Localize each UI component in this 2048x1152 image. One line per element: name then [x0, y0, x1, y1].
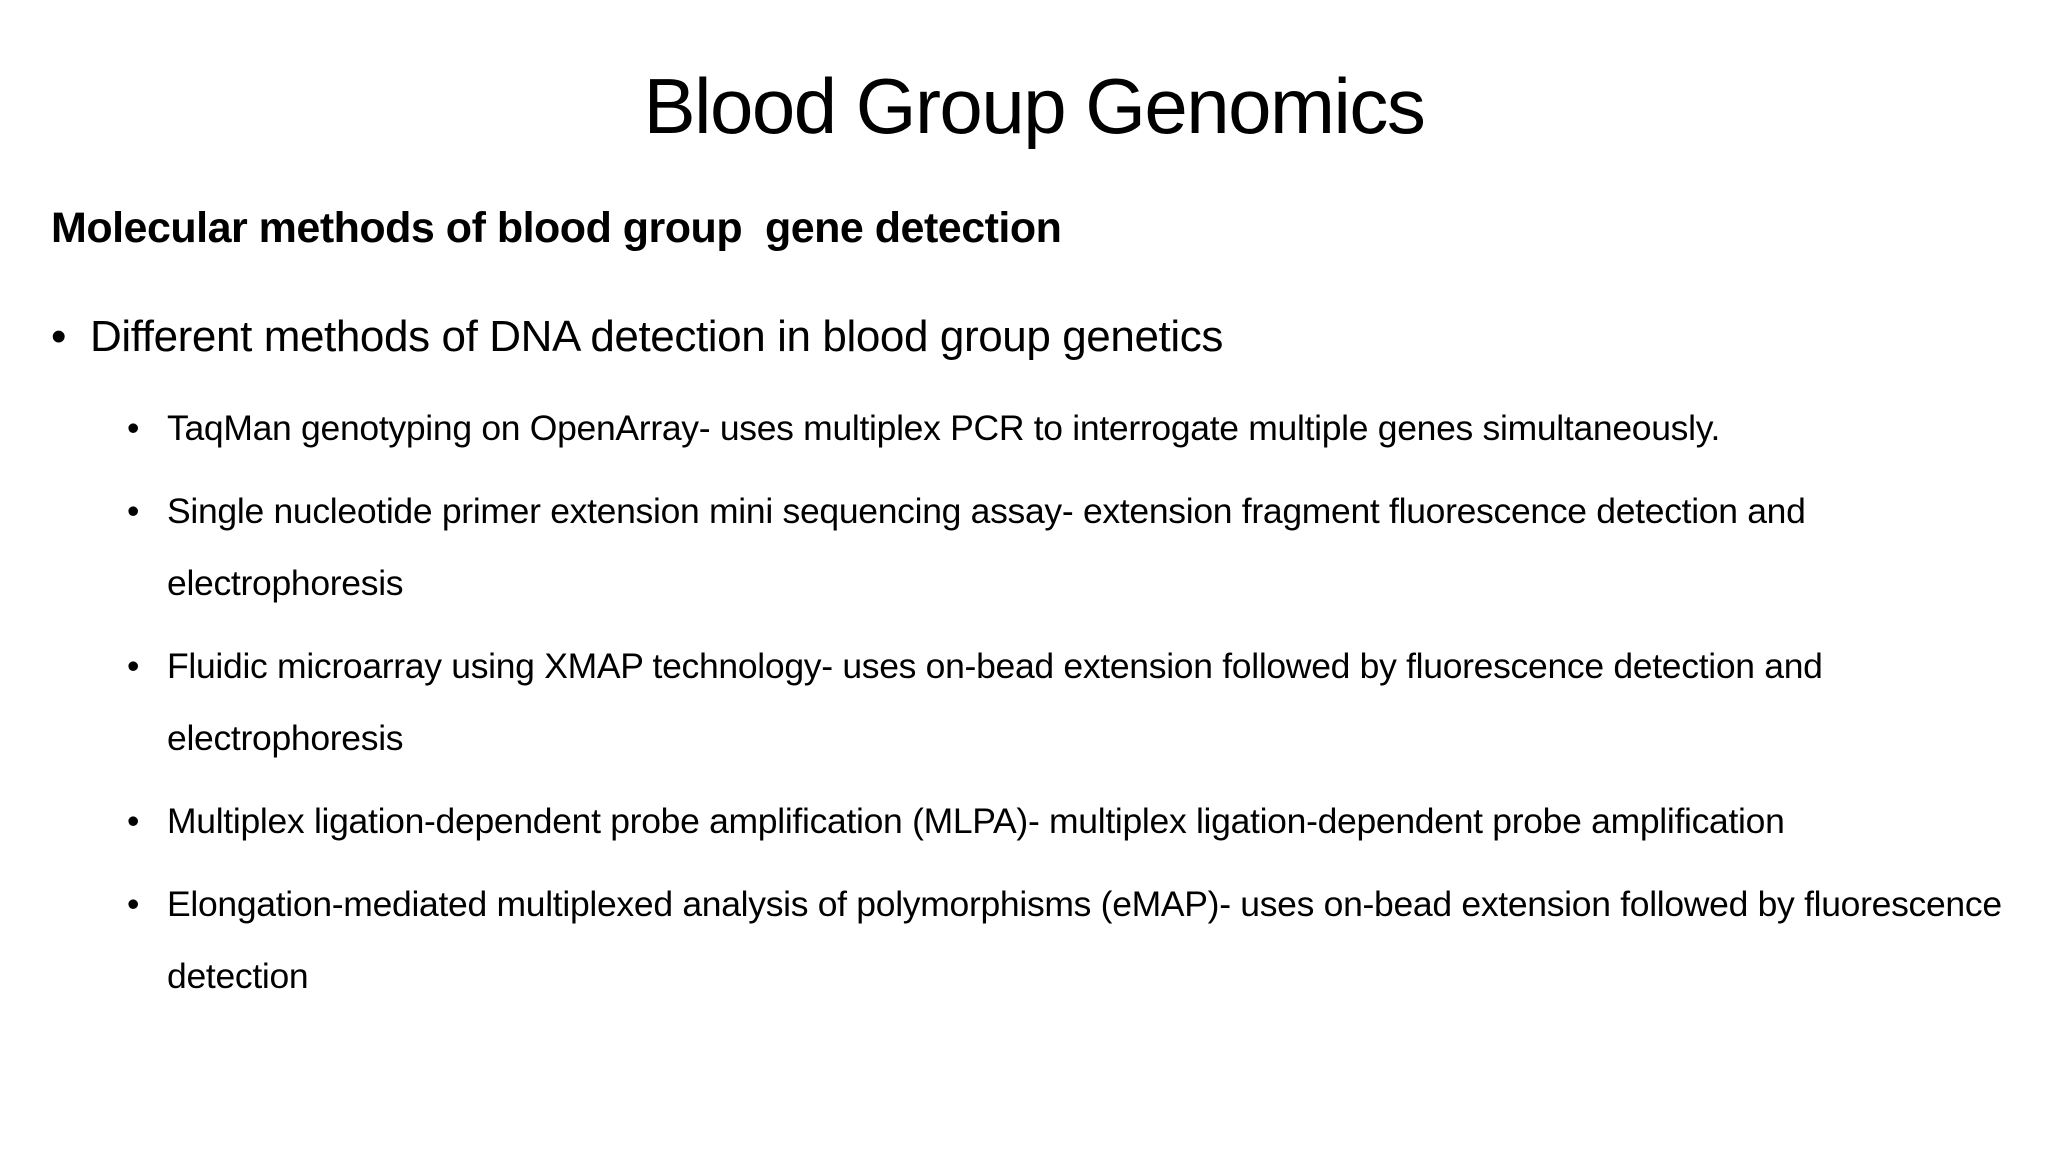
sub-bullet-item: • TaqMan genotyping on OpenArray- uses m…: [127, 392, 2007, 464]
bullet-icon: •: [127, 408, 140, 448]
sub-bullet-list: • TaqMan genotyping on OpenArray- uses m…: [127, 392, 2007, 1023]
sub-bullet-text: Fluidic microarray using XMAP technology…: [167, 646, 1823, 758]
sub-bullet-text: Elongation-mediated multiplexed analysis…: [167, 884, 2002, 996]
sub-bullet-text: Multiplex ligation-dependent probe ampli…: [167, 801, 1785, 841]
main-bullet: • Different methods of DNA detection in …: [51, 305, 2011, 369]
slide-subtitle: Molecular methods of blood group gene de…: [51, 204, 1062, 252]
bullet-icon: •: [127, 491, 140, 531]
bullet-icon: •: [127, 646, 140, 686]
sub-bullet-text: Single nucleotide primer extension mini …: [167, 491, 1806, 603]
sub-bullet-text: TaqMan genotyping on OpenArray- uses mul…: [167, 408, 1721, 448]
bullet-icon: •: [127, 884, 140, 924]
sub-bullet-item: • Elongation-mediated multiplexed analys…: [127, 868, 2007, 1012]
bullet-icon: •: [127, 801, 140, 841]
sub-bullet-item: • Multiplex ligation-dependent probe amp…: [127, 785, 2007, 857]
sub-bullet-item: • Single nucleotide primer extension min…: [127, 475, 2007, 619]
bullet-icon: •: [51, 312, 67, 361]
sub-bullet-item: • Fluidic microarray using XMAP technolo…: [127, 630, 2007, 774]
slide-title: Blood Group Genomics: [643, 62, 1426, 150]
main-bullet-text: Different methods of DNA detection in bl…: [90, 312, 1223, 361]
